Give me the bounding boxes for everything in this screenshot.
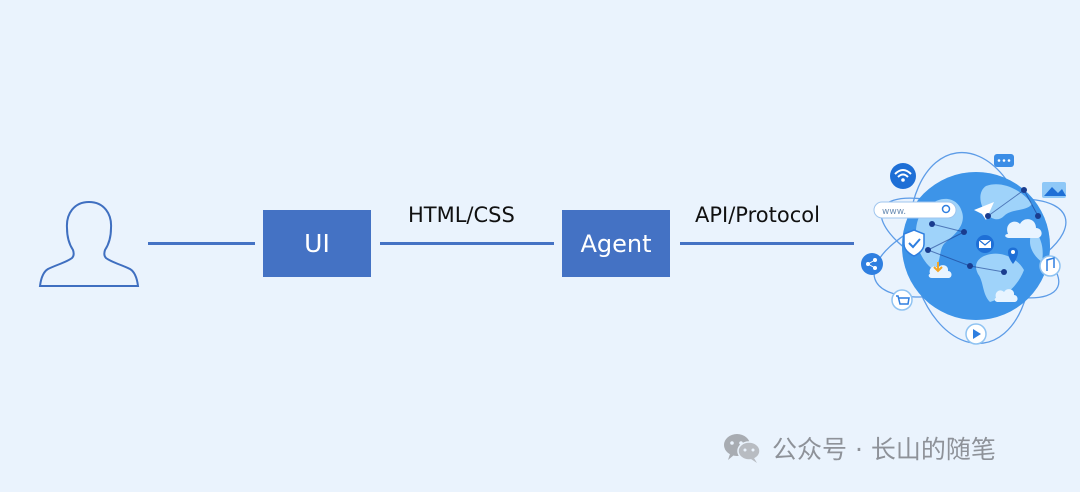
globe-network-icon: www. [861,151,1067,345]
user-silhouette-icon [38,200,140,287]
edge-agent-internet [680,242,854,245]
edge-label-api-protocol: API/Protocol [695,203,820,227]
search-bar-text: www. [882,207,906,217]
watermark: 公众号 · 长山的随笔 [722,430,996,466]
edge-label-html-css: HTML/CSS [408,203,515,227]
agent-box: Agent [562,210,670,277]
wechat-icon [724,434,761,463]
ui-box-label: UI [304,229,330,258]
agent-box-label: Agent [580,229,652,258]
watermark-text: 公众号 · 长山的随笔 [772,435,996,464]
edge-user-ui [148,242,255,245]
ui-box: UI [263,210,371,277]
edge-ui-agent [380,242,554,245]
